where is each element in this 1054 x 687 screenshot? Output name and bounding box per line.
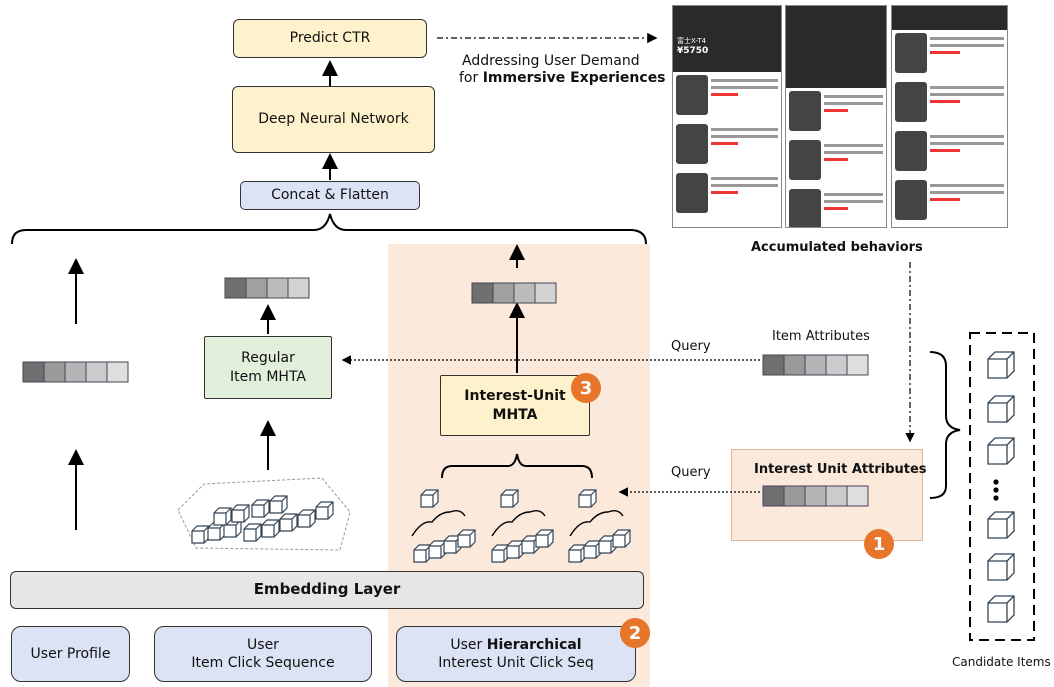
candidate-items-box [969,332,1035,641]
interest-unit-cube-1 [420,489,439,508]
addressing-line1: Addressing User Demand [462,53,640,69]
interest-cluster-2 [491,529,554,563]
candidate-cube-1 [987,351,1015,379]
query-label-top: Query [671,339,711,354]
interest-cluster-3 [568,529,631,563]
accumulated-behaviors-label: Accumulated behaviors [751,240,923,255]
user-item-click-seq-box: User Item Click Sequence [154,626,372,682]
predict-ctr-box: Predict CTR [233,19,427,58]
candidate-cube-3 [987,437,1015,465]
embedding-vector-regular [224,277,310,299]
item-attributes-label: Item Attributes [772,329,870,344]
phone1-title: 富士X-T4 [677,37,707,45]
query-label-bottom: Query [671,465,711,480]
user-profile-box: User Profile [11,626,130,682]
hier-line1: User Hierarchical [450,636,582,653]
candidate-brace [929,351,961,499]
phone-screenshot-1: 富士X-T4 ¥5750 [672,5,782,228]
candidate-cube-6 [987,595,1015,623]
concat-flatten-box: Concat & Flatten [240,181,420,210]
user-hier-interest-seq-box: User Hierarchical Interest Unit Click Se… [396,626,636,682]
phone1-price: ¥5750 [677,46,709,56]
interest-unit-attributes-label: Interest Unit Attributes [754,462,927,477]
interest-brace [441,453,593,479]
candidate-items-label: Candidate Items [952,655,1051,669]
phone-screenshot-2 [785,5,887,228]
badge-3: 3 [571,373,601,403]
hier-line2: Interest Unit Click Seq [438,655,594,671]
interest-unit-cube-2 [500,489,519,508]
badge-1: 1 [864,529,894,559]
interest-unit-mhta-box: Interest-Unit MHTA [440,375,590,436]
interest-unit-attributes-vector [762,485,869,507]
regular-mhta-box: Regular Item MHTA [204,336,332,399]
addressing-line2: for Immersive Experiences [459,70,666,86]
embedding-layer-box: Embedding Layer [10,571,644,609]
embedding-vector-left [22,361,129,383]
phone-screenshot-3 [891,5,1008,228]
candidate-cube-2 [987,395,1015,423]
interest-unit-cube-3 [578,489,597,508]
big-brace [11,213,647,245]
dnn-box: Deep Neural Network [232,86,435,153]
item-attributes-vector [762,354,869,376]
embedding-vector-interest [471,282,557,304]
badge-2: 2 [620,618,650,648]
candidate-cube-5 [987,553,1015,581]
interest-cluster-1 [413,529,476,563]
candidate-cube-4 [987,511,1015,539]
